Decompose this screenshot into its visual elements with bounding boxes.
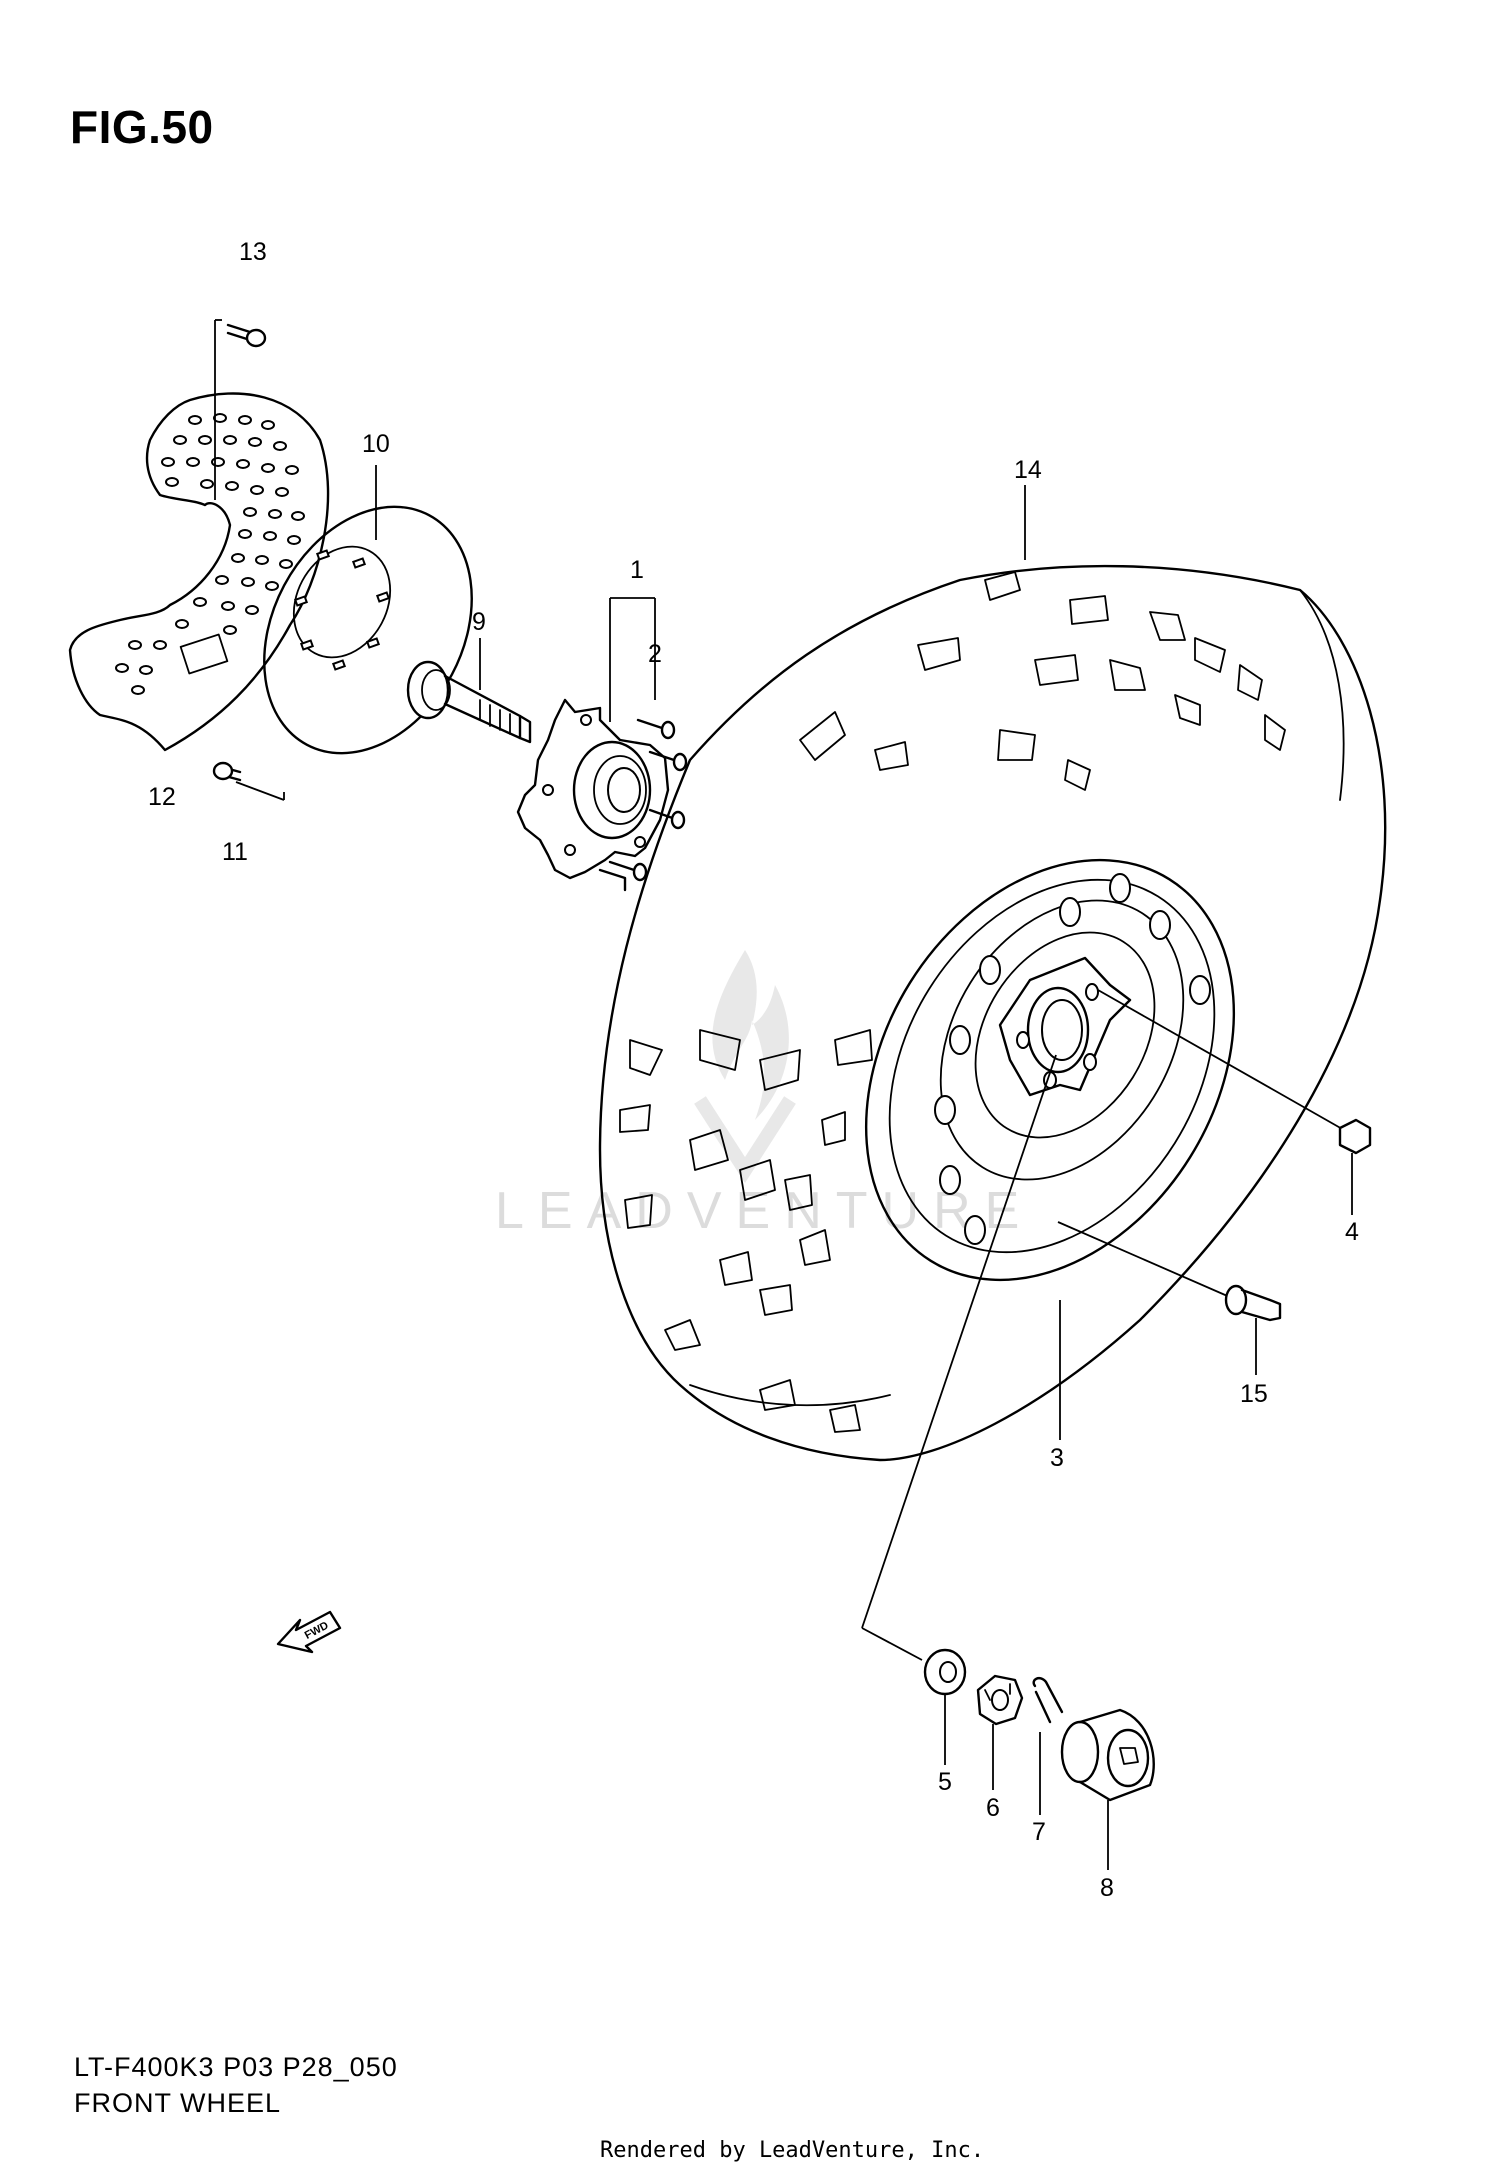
watermark-text: LEADVENTURE <box>495 1182 1033 1240</box>
callout-3[interactable]: 3 <box>1050 1444 1064 1472</box>
tire-part-14[interactable] <box>598 485 1387 1462</box>
brake-disc-part-10[interactable] <box>223 465 513 789</box>
callout-12[interactable]: 12 <box>148 783 176 811</box>
callout-11[interactable]: 11 <box>222 838 248 866</box>
callout-1[interactable]: 1 <box>630 556 644 584</box>
callout-15[interactable]: 15 <box>1240 1380 1268 1408</box>
callout-7[interactable]: 7 <box>1032 1818 1046 1846</box>
callout-10[interactable]: 10 <box>362 430 390 458</box>
washer-part-5[interactable] <box>861 1054 1057 1765</box>
wheel-hub-part-1[interactable] <box>516 597 688 892</box>
axle-part-9[interactable] <box>406 638 532 744</box>
cotter-pin-part-7[interactable] <box>1032 1676 1064 1815</box>
section-title: FRONT WHEEL <box>74 2088 282 2118</box>
bolt-part-11[interactable] <box>212 761 285 801</box>
hub-cap-part-8[interactable] <box>1060 1708 1155 1870</box>
callout-labels: 13 10 14 1 2 9 12 11 4 15 3 5 6 7 8 <box>148 238 1359 1902</box>
model-code: LT-F400K3 P03 P28_050 <box>74 2052 398 2082</box>
callout-14[interactable]: 14 <box>1014 456 1042 484</box>
callout-6[interactable]: 6 <box>986 1794 1000 1822</box>
callout-9[interactable]: 9 <box>472 608 486 636</box>
watermark-logo <box>694 950 796 1183</box>
callout-2[interactable]: 2 <box>648 640 662 668</box>
callout-5[interactable]: 5 <box>938 1768 952 1796</box>
rim-part-3[interactable] <box>791 792 1309 1440</box>
valve-stem-part-15[interactable] <box>1057 1221 1282 1375</box>
bolt-part-13[interactable] <box>214 319 267 500</box>
figure-title: FIG.50 <box>70 101 214 153</box>
castle-nut-part-6[interactable] <box>976 1674 1024 1790</box>
callout-8[interactable]: 8 <box>1100 1874 1114 1902</box>
callout-4[interactable]: 4 <box>1345 1218 1359 1246</box>
forward-arrow: FWD <box>276 1610 342 1654</box>
rendered-by-credit: Rendered by LeadVenture, Inc. <box>600 2138 985 2163</box>
wheel-nut-part-4[interactable] <box>1097 989 1372 1215</box>
callout-13[interactable]: 13 <box>239 238 267 266</box>
disc-cover-part-12[interactable] <box>68 392 330 752</box>
